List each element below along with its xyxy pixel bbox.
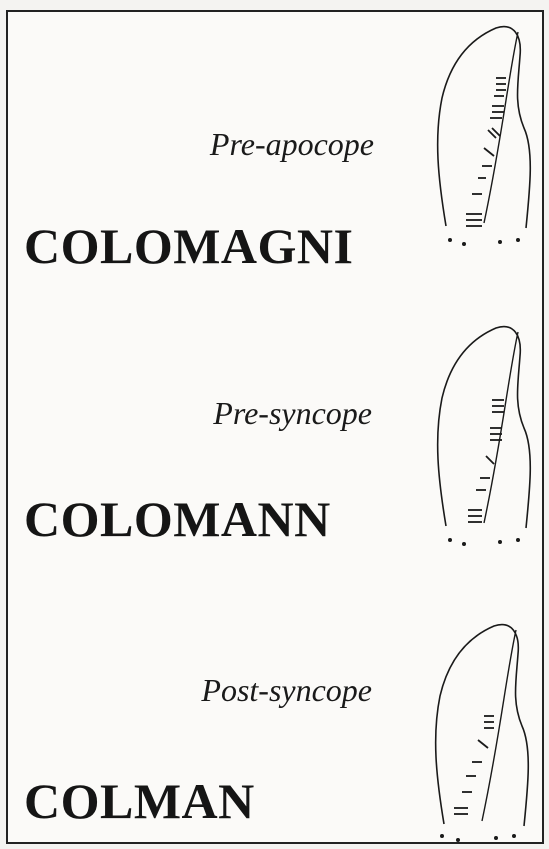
word-colman: COLMAN xyxy=(24,772,255,830)
period-label-post-syncope: Post-syncope xyxy=(142,672,372,709)
period-label-pre-syncope: Pre-syncope xyxy=(142,395,372,432)
figure-frame: Pre-apocope COLOMAGNI xyxy=(6,10,544,844)
ogham-stone-icon xyxy=(430,18,540,250)
ogham-stone-icon xyxy=(430,318,540,550)
figure-stage: Pre-apocope COLOMAGNI xyxy=(8,12,542,842)
word-colomagni: COLOMAGNI xyxy=(24,217,354,275)
word-colomann: COLOMANN xyxy=(24,490,331,548)
ogham-stone-icon xyxy=(428,616,538,848)
period-label-pre-apocope: Pre-apocope xyxy=(144,126,374,163)
